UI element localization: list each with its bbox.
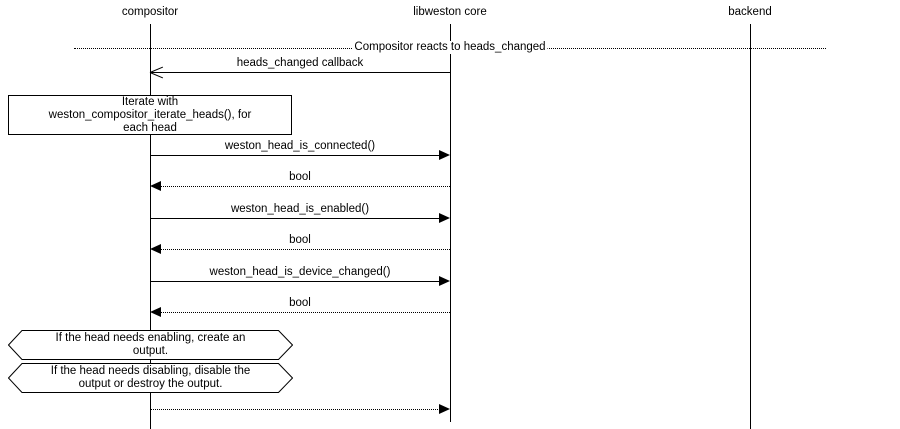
message-label-bool-connected: bool bbox=[286, 171, 314, 184]
message-line-weston-head-is-connected bbox=[150, 155, 440, 156]
arrowhead-filled-right-icon bbox=[439, 276, 450, 286]
separator-label: Compositor reacts to heads_changed bbox=[352, 41, 548, 54]
message-line-bool-connected bbox=[161, 186, 450, 187]
arrowhead-filled-right-icon bbox=[439, 404, 450, 414]
message-label-bool-enabled: bool bbox=[286, 234, 314, 247]
note-iterate-heads: Iterate with weston_compositor_iterate_h… bbox=[8, 95, 292, 135]
lifeline-header-compositor: compositor bbox=[121, 6, 179, 18]
arrowhead-filled-left-icon bbox=[150, 244, 161, 254]
lifeline-compositor bbox=[150, 24, 151, 429]
arrowhead-open-left-icon bbox=[150, 65, 164, 79]
arrowhead-filled-right-icon bbox=[439, 213, 450, 223]
arrowhead-filled-left-icon bbox=[150, 307, 161, 317]
message-label-weston-head-is-enabled: weston_head_is_enabled() bbox=[227, 203, 373, 216]
message-line-weston-head-is-device-changed bbox=[150, 281, 440, 282]
message-label-weston-head-is-connected: weston_head_is_connected() bbox=[221, 140, 379, 153]
condition-enable-head-text: If the head needs enabling, create an ou… bbox=[55, 332, 246, 357]
hexagon-outline-icon bbox=[8, 363, 293, 393]
condition-disable-head: If the head needs disabling, disable the… bbox=[8, 363, 293, 393]
lifeline-header-libweston-core: libweston core bbox=[413, 6, 487, 18]
hexagon-outline-icon bbox=[8, 330, 293, 360]
arrowhead-filled-left-icon bbox=[150, 181, 161, 191]
arrowhead-filled-right-icon bbox=[439, 150, 450, 160]
message-line-bool-device-changed bbox=[161, 312, 450, 313]
message-line-weston-head-is-enabled bbox=[150, 218, 440, 219]
condition-disable-head-text: If the head needs disabling, disable the… bbox=[50, 365, 251, 390]
message-line-bool-enabled bbox=[161, 249, 450, 250]
lifeline-libweston-core bbox=[450, 24, 451, 422]
message-line-heads-changed-callback bbox=[151, 72, 450, 73]
lifeline-backend bbox=[750, 24, 751, 429]
message-label-bool-device-changed: bool bbox=[286, 297, 314, 310]
message-line-return-to-core bbox=[150, 409, 440, 410]
message-label-weston-head-is-device-changed: weston_head_is_device_changed() bbox=[206, 266, 394, 279]
message-label-heads-changed-callback: heads_changed callback bbox=[233, 57, 367, 70]
condition-enable-head: If the head needs enabling, create an ou… bbox=[8, 330, 293, 360]
lifeline-header-backend: backend bbox=[728, 6, 772, 18]
